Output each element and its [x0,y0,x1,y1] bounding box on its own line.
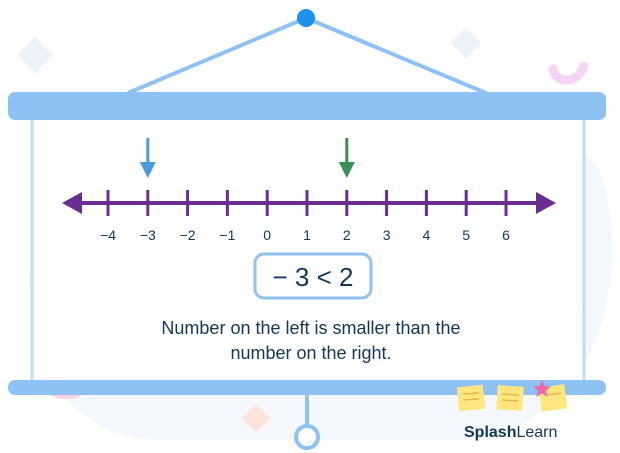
marker-arrow-head [139,162,156,178]
decorative-arc-pink-top [548,61,589,85]
sticky-note-2 [496,385,524,411]
tick-label: 1 [303,227,311,243]
pull-ring [294,424,320,450]
sticky-note-2-line [501,393,519,396]
tick-label: 0 [263,227,271,243]
tick-label: 6 [502,227,510,243]
number-line-right-arrowhead [536,192,556,214]
down-arrow-icon [338,138,355,178]
sticky-note-3-line [544,392,562,396]
tick-label: 3 [383,227,391,243]
caption-line-2: number on the right. [230,343,391,363]
background-diamond-right [450,27,482,59]
logo-part-splash: Splash [464,424,516,441]
tick-label: −4 [100,227,116,243]
board-bottom-rail [8,380,606,395]
marker-arrow-head [338,162,355,178]
hanger-dot [297,9,315,27]
comparison-box [253,252,373,300]
splashlearn-logo: SplashLearn [464,424,557,441]
down-arrow-icon [139,138,156,178]
tick-label: 5 [462,227,470,243]
hanger-string-left [127,16,307,95]
board-panel [30,116,586,386]
sticky-note-1-line [462,392,480,395]
hanger-string-right [305,16,487,95]
number-line-left-arrowhead [62,192,82,214]
star-icon [533,380,551,397]
tick-label: −3 [140,227,156,243]
sticky-note-1-line [462,398,480,401]
logo-part-learn: Learn [516,424,557,441]
comparison-expression: − 3 < 2 [273,262,354,292]
background-diamond-left [16,36,54,74]
tick-label: −2 [180,227,196,243]
tick-label: 4 [423,227,431,243]
sticky-note-2-line [501,399,519,402]
sticky-notes-icon [456,380,568,412]
board-top-rail [8,92,606,120]
tick-label: −1 [219,227,235,243]
caption-line-1: Number on the left is smaller than the [161,318,460,338]
sticky-note-1 [456,384,486,412]
number-line: −4 −3 −2 −1 0 1 2 3 4 5 6 [62,138,556,243]
tick-label: 2 [343,227,351,243]
